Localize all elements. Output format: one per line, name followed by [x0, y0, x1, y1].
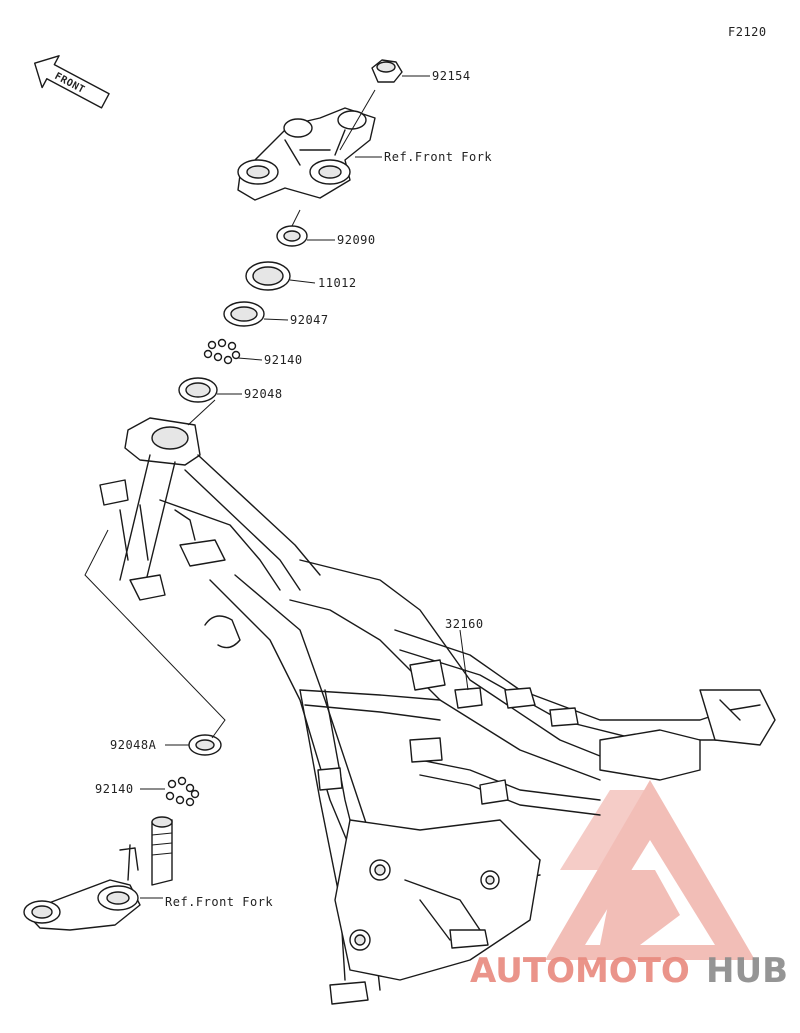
- steering-stem: [23, 816, 173, 931]
- race-92048A: [188, 734, 222, 756]
- callout-92048A: 92048A: [110, 738, 157, 752]
- watermark-logo-icon: [545, 780, 755, 960]
- race-92048: [178, 377, 218, 403]
- steel-balls-92140-top: [203, 338, 241, 365]
- frame-32160: [99, 417, 776, 1005]
- callout-32160: 32160: [445, 617, 484, 631]
- steel-balls-92140-bottom: [165, 776, 200, 807]
- callout-92154: 92154: [432, 69, 471, 83]
- leader-lines: [84, 75, 469, 899]
- figure-code: F2120: [728, 25, 767, 39]
- callout-92090: 92090: [337, 233, 376, 247]
- upper-bracket: [237, 107, 376, 201]
- callout-92140-bottom: 92140: [95, 782, 134, 796]
- seal-11012: [245, 261, 291, 291]
- stem-nut-92154: [371, 59, 403, 83]
- watermark-text: AUTOMOTO HUB: [470, 951, 788, 991]
- callout-92140-top: 92140: [264, 353, 303, 367]
- callout-92048: 92048: [244, 387, 283, 401]
- front-arrow-icon: FRONT: [33, 55, 110, 109]
- callout-ref-front-fork-bottom: Ref.Front Fork: [165, 895, 273, 909]
- callout-labels: 92154 Ref.Front Fork 92090 11012 92047 9…: [95, 69, 492, 909]
- watermark-part2: HUB: [706, 951, 788, 991]
- washer-92090: [276, 225, 308, 247]
- callout-11012: 11012: [318, 276, 357, 290]
- watermark-part1: AUTOMOTO: [470, 951, 690, 991]
- race-92047: [223, 301, 265, 327]
- callout-ref-front-fork-top: Ref.Front Fork: [384, 150, 492, 164]
- callout-92047: 92047: [290, 313, 329, 327]
